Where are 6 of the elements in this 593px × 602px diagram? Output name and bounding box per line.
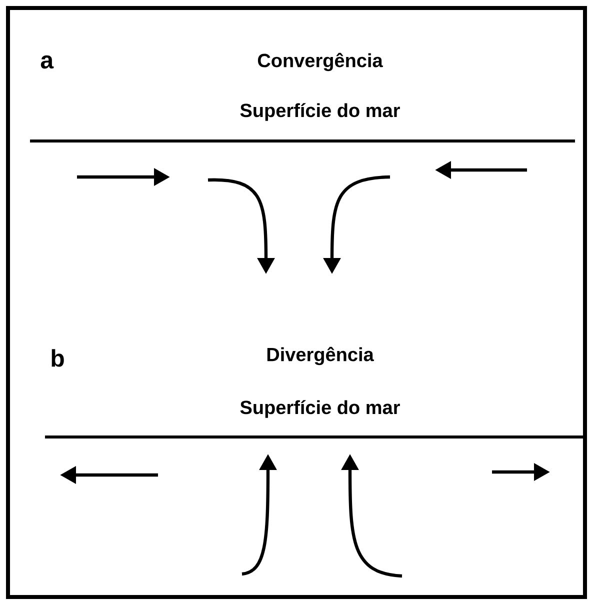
panel-title: Convergência bbox=[258, 52, 383, 72]
surface-label: Superfície do mar bbox=[240, 103, 400, 121]
panel-title: Divergência bbox=[267, 346, 374, 366]
panel-letter: b bbox=[52, 349, 64, 367]
panel-letter: a bbox=[40, 55, 54, 69]
surface-label: Superfície do mar bbox=[240, 400, 400, 418]
